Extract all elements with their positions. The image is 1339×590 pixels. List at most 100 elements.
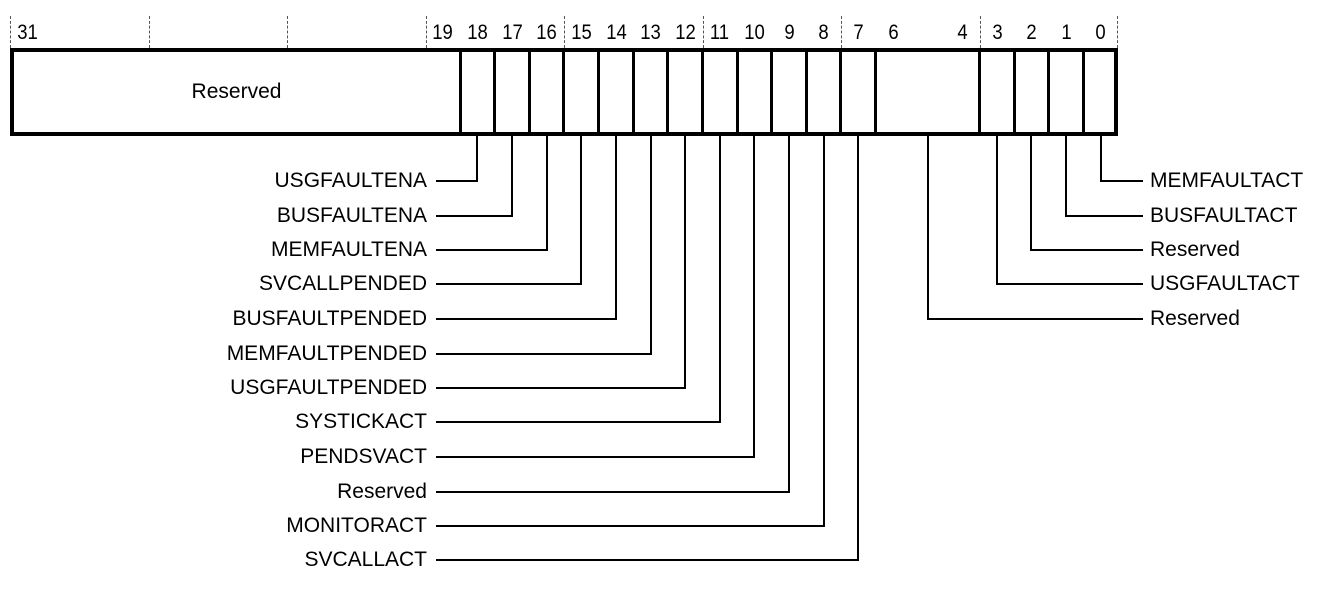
field-label-busfaultpended: BUSFAULTPENDED [233,305,428,333]
field-label-busfaultena: BUSFAULTENA [277,202,427,230]
field-label-memfaultpended: MEMFAULTPENDED [227,340,427,368]
leader-line-monitoract [436,136,825,527]
bit-number-2: 2 [1026,21,1037,44]
bit-number-7: 7 [853,21,864,44]
bit-cell-divider [666,52,669,132]
leader-line-busfaultena [436,136,513,217]
leader-line-busfaultpended [436,136,617,320]
bit-cell-divider [736,52,739,132]
bit-number-18: 18 [467,21,488,44]
bit-number-17: 17 [502,21,523,44]
bit-cell-divider [459,52,462,132]
bit-number-4: 4 [957,21,968,44]
nibble-tick [287,16,288,48]
bit-cell-divider [839,52,842,132]
field-label-svcallpended: SVCALLPENDED [259,270,427,298]
field-label-memfaultact: MEMFAULTACT [1150,167,1303,195]
bit-number-19: 19 [432,21,453,44]
field-label-usgfaultena: USGFAULTENA [275,167,427,195]
nibble-tick [10,16,11,48]
leader-line-reserved-9 [436,136,790,493]
bit-cell-divider [1013,52,1016,132]
field-label-pendsvact: PENDSVACT [300,443,427,471]
bit-number-16: 16 [536,21,557,44]
bit-number-31: 31 [17,21,38,44]
field-label-text: BUSFAULTACT [1150,204,1298,227]
field-label-reserved-9: Reserved [337,478,427,506]
field-label-text: SYSTICKACT [295,410,427,433]
field-label-text: MEMFAULTENA [271,238,427,261]
bit-cell-divider [1047,52,1050,132]
field-label-usgfaultpended: USGFAULTPENDED [230,374,427,402]
bit-cell-divider [1082,52,1085,132]
leader-line-memfaultena [436,136,548,251]
nibble-tick [149,16,150,48]
bit-number-6: 6 [888,21,899,44]
field-label-svcallact: SVCALLACT [304,546,427,574]
bit-number-10: 10 [744,21,765,44]
field-label-text: MONITORACT [286,514,427,537]
field-label-monitoract: MONITORACT [286,512,427,540]
bit-cell-divider [562,52,565,132]
field-label-text: Reserved [1150,307,1240,330]
nibble-tick [426,16,427,48]
leader-line-svcallpended [436,136,582,285]
bit-cell-divider [632,52,635,132]
field-label-text: MEMFAULTACT [1150,169,1304,192]
leader-line-usgfaultact [996,136,1143,285]
field-label-text: USGFAULTENA [274,169,427,192]
leader-line-memfaultact [1100,136,1143,182]
bit-number-11: 11 [709,21,730,44]
bit-number-14: 14 [606,21,627,44]
leader-line-svcallact [436,136,859,561]
field-label-text: PENDSVACT [300,445,427,468]
bit-number-8: 8 [818,21,829,44]
bit-cell-divider [528,52,531,132]
field-label-usgfaultact: USGFAULTACT [1150,270,1300,298]
bit-cell-divider [874,52,877,132]
nibble-tick [703,16,704,48]
leader-line-reserved-6-4 [927,136,1143,320]
leader-line-busfaultact [1065,136,1143,217]
bit-cell-divider [597,52,600,132]
bit-number-1: 1 [1061,21,1072,44]
field-label-text: SVCALLACT [304,548,427,571]
field-label-systickact: SYSTICKACT [295,408,427,436]
register-box: Reserved [10,48,1118,136]
field-label-text: MEMFAULTPENDED [226,342,427,365]
field-label-memfaultena: MEMFAULTENA [271,236,427,264]
reserved-field-31-19: Reserved [14,52,459,132]
bit-number-15: 15 [571,21,592,44]
leader-line-memfaultpended [436,136,652,355]
bit-number-13: 13 [640,21,661,44]
bit-cell-divider [770,52,773,132]
field-label-text: BUSFAULTENA [276,204,427,227]
field-label-text: SVCALLPENDED [258,272,427,295]
field-label-text: USGFAULTPENDED [230,376,427,399]
bit-number-0: 0 [1095,21,1106,44]
field-label-text: Reserved [1150,238,1240,261]
field-label-reserved-6-4: Reserved [1150,305,1240,333]
leader-line-pendsvact [436,136,755,458]
field-label-text: USGFAULTACT [1150,272,1300,295]
field-label-busfaultact: BUSFAULTACT [1150,202,1297,230]
leader-line-usgfaultpended [436,136,686,389]
field-label-reserved-2: Reserved [1150,236,1240,264]
leader-line-systickact [436,136,721,423]
bit-number-12: 12 [675,21,696,44]
nibble-tick [980,16,981,48]
field-label-text: Reserved [337,480,427,503]
bit-cell-divider [805,52,808,132]
leader-line-usgfaultena [436,136,478,182]
field-label-text: BUSFAULTPENDED [232,307,428,330]
reserved-field-label: Reserved [191,80,282,103]
nibble-tick [564,16,565,48]
leader-line-reserved-2 [1030,136,1143,251]
bit-cell-divider [701,52,704,132]
nibble-tick [841,16,842,48]
bit-cell-divider [493,52,496,132]
nibble-tick [1117,16,1118,48]
bit-number-3: 3 [992,21,1003,44]
bit-cell-divider [978,52,981,132]
